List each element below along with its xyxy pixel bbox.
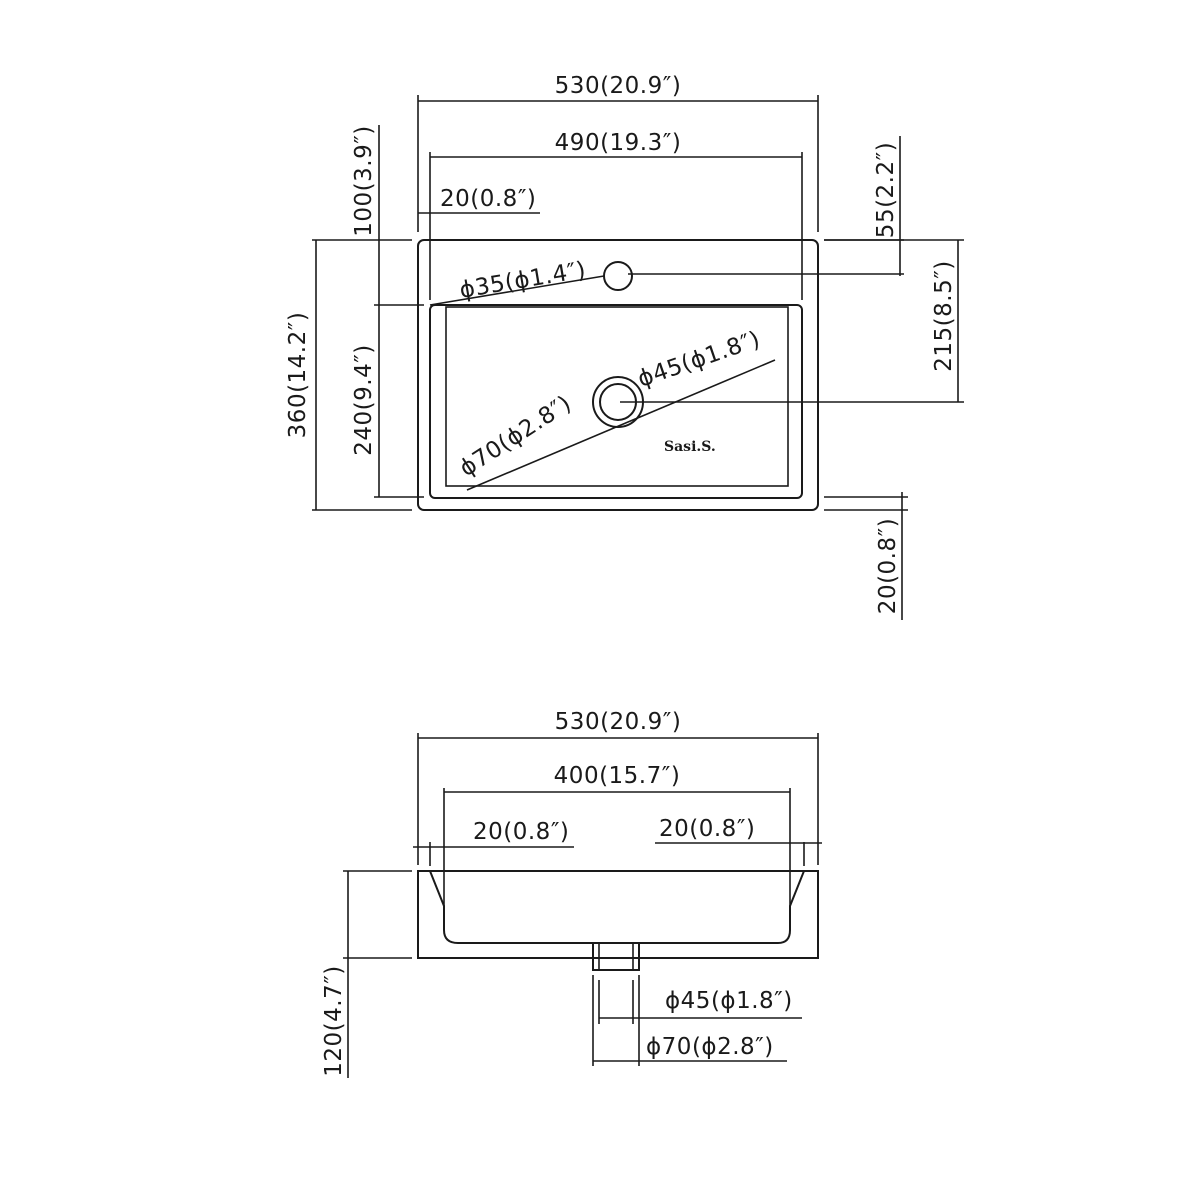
basin-inner-outline: [445, 306, 789, 487]
dim-drain-offset: 215(8.5″): [931, 260, 957, 372]
side-view: 530(20.9″) 400(15.7″) 20(0.8″) 20(0.8″) …: [321, 709, 822, 1078]
dim-rim-width: 20(0.8″): [440, 186, 536, 212]
faucet-hole: [603, 261, 633, 291]
dim-inner-width: 490(19.3″): [555, 130, 682, 156]
top-view: Sasi.S. 530(20.9″) 490(19.3″) 20(0.8″) 3…: [285, 73, 964, 620]
dim-faucet-offset: 55(2.2″): [873, 142, 899, 238]
sink-outer-outline: [417, 239, 819, 511]
dim-drain-inner: ϕ45(ϕ1.8″): [634, 327, 763, 393]
dim-left-wall: 20(0.8″): [473, 819, 569, 845]
dim-height: 120(4.7″): [321, 965, 347, 1077]
dim-drain-outer: ϕ70(ϕ2.8″): [455, 391, 576, 482]
dim-right-wall: 20(0.8″): [659, 816, 755, 842]
leader-drain: [466, 359, 776, 491]
dim-side-drain-outer: ϕ70(ϕ2.8″): [646, 1034, 774, 1060]
dim-front-rim: 20(0.8″): [875, 518, 901, 614]
dim-side-overall-width: 530(20.9″): [555, 709, 682, 735]
brand-logo: Sasi.S.: [664, 439, 716, 455]
dim-side-drain-inner: ϕ45(ϕ1.8″): [665, 988, 793, 1014]
dim-bowl-width: 400(15.7″): [554, 763, 681, 789]
dim-overall-width: 530(20.9″): [555, 73, 682, 99]
bowl-profile: [429, 870, 805, 944]
drain-pipe-outer: [592, 942, 640, 971]
dim-rear-deck: 100(3.9″): [351, 125, 377, 237]
drain-pipe-inner: [598, 942, 634, 971]
dim-overall-depth: 360(14.2″): [285, 312, 311, 439]
dim-basin-depth: 240(9.4″): [351, 344, 377, 456]
dim-faucet-hole: ϕ35(ϕ1.4″): [458, 257, 588, 304]
leader-faucet-hole: [429, 275, 605, 306]
sink-side-outline: [417, 870, 819, 959]
